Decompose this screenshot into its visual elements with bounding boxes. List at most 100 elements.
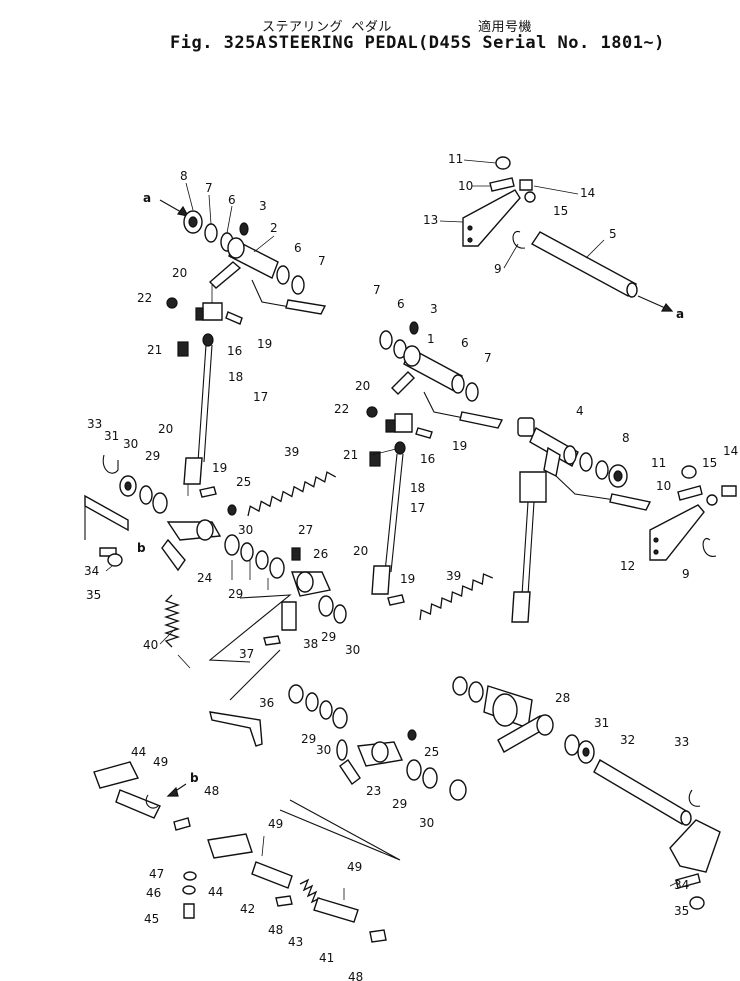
callout: 1 — [427, 332, 435, 346]
upper-right-bracket-assembly — [462, 156, 674, 312]
callout: 14 — [723, 444, 738, 458]
callout: 11 — [651, 456, 666, 470]
callout: 29 — [301, 732, 316, 746]
callout: 38 — [303, 637, 318, 651]
callout: 19 — [400, 572, 415, 586]
callout: 39 — [446, 569, 461, 583]
callout: 10 — [656, 479, 671, 493]
callout: 27 — [298, 523, 313, 537]
callout: 39 — [284, 445, 299, 459]
callout: 15 — [553, 204, 568, 218]
callout: 43 — [288, 935, 303, 949]
lower-linkage-assembly — [93, 761, 387, 943]
callout: 16 — [227, 344, 242, 358]
callout: 14 — [580, 186, 595, 200]
arrow-label-b-lower: b — [190, 771, 199, 785]
callout: 24 — [197, 571, 212, 585]
callout: 33 — [87, 417, 102, 431]
callout: 48 — [348, 970, 363, 981]
arrow-label-a-left: a — [143, 191, 151, 205]
callout: 44 — [208, 885, 223, 899]
callout: 20 — [355, 379, 370, 393]
callouts: 8 7 6 3 2 6 7 20 22 21 16 19 18 17 11 10… — [84, 152, 738, 981]
callout: 19 — [212, 461, 227, 475]
callout: 20 — [353, 544, 368, 558]
callout: 17 — [253, 390, 268, 404]
serial-japanese: 適用号機 — [478, 20, 533, 35]
title-japanese: ステアリング ペダル — [262, 20, 392, 35]
callout: 12 — [620, 559, 635, 573]
lower-cross-shaft-assembly — [279, 676, 721, 910]
callout: 5 — [609, 227, 617, 241]
callout: 47 — [149, 867, 164, 881]
figure-title: STEERING PEDAL — [268, 33, 419, 53]
callout: 16 — [420, 452, 435, 466]
callout: 11 — [448, 152, 463, 166]
callout: 20 — [158, 422, 173, 436]
callout: 34 — [674, 878, 689, 892]
callout: 45 — [144, 912, 159, 926]
callout: 7 — [373, 283, 381, 297]
callout: 21 — [147, 343, 162, 357]
callout: 35 — [674, 904, 689, 918]
callout: 3 — [259, 199, 267, 213]
left-bracket-assembly — [84, 454, 285, 590]
callout: 25 — [236, 475, 251, 489]
callout: 48 — [268, 923, 283, 937]
callout: 7 — [205, 181, 213, 195]
callout: 29 — [145, 449, 160, 463]
callout: 19 — [257, 337, 272, 351]
callout: 49 — [347, 860, 362, 874]
callout: 8 — [180, 169, 188, 183]
callout: 22 — [137, 291, 152, 305]
callout: 7 — [318, 254, 326, 268]
callout: 10 — [458, 179, 473, 193]
arrow-label-b-left: b — [137, 541, 146, 555]
callout: 18 — [410, 481, 425, 495]
figure-label: Fig. 325A — [170, 33, 267, 53]
callout: 15 — [702, 456, 717, 470]
callout: 30 — [123, 437, 138, 451]
callout: 42 — [240, 902, 255, 916]
callout: 28 — [555, 691, 570, 705]
callout: 35 — [86, 588, 101, 602]
callout: 9 — [494, 262, 502, 276]
callout: 20 — [172, 266, 187, 280]
callout: 40 — [143, 638, 158, 652]
callout: 7 — [484, 351, 492, 365]
callout: 30 — [316, 743, 331, 757]
callout: 22 — [334, 402, 349, 416]
leader-lines — [105, 159, 679, 887]
callout: 4 — [576, 404, 584, 418]
callout: 48 — [204, 784, 219, 798]
callout: 30 — [238, 523, 253, 537]
callout: 8 — [622, 431, 630, 445]
callout: 31 — [104, 429, 119, 443]
arrow-label-a-right: a — [676, 307, 684, 321]
callout: 6 — [397, 297, 405, 311]
callout: 2 — [270, 221, 278, 235]
middle-pedal-assembly — [366, 321, 504, 606]
callout: 29 — [392, 797, 407, 811]
callout: 37 — [239, 647, 254, 661]
callout: 21 — [343, 448, 358, 462]
callout: 25 — [424, 745, 439, 759]
callout: 17 — [410, 501, 425, 515]
callout: 46 — [146, 886, 161, 900]
callout: 13 — [423, 213, 438, 227]
upper-left-pedal-assembly — [159, 199, 327, 498]
callout: 41 — [319, 951, 334, 965]
callout: 6 — [294, 241, 302, 255]
springs — [163, 471, 494, 669]
callout: 30 — [419, 816, 434, 830]
callout: 33 — [674, 735, 689, 749]
center-linkage-assembly — [208, 547, 347, 747]
callout: 9 — [682, 567, 690, 581]
callout: 29 — [228, 587, 243, 601]
callout: 29 — [321, 630, 336, 644]
callout: 32 — [620, 733, 635, 747]
callout: 44 — [131, 745, 146, 759]
callout: 6 — [461, 336, 469, 350]
serial-range: (D45S Serial No. 1801~) — [418, 33, 665, 53]
